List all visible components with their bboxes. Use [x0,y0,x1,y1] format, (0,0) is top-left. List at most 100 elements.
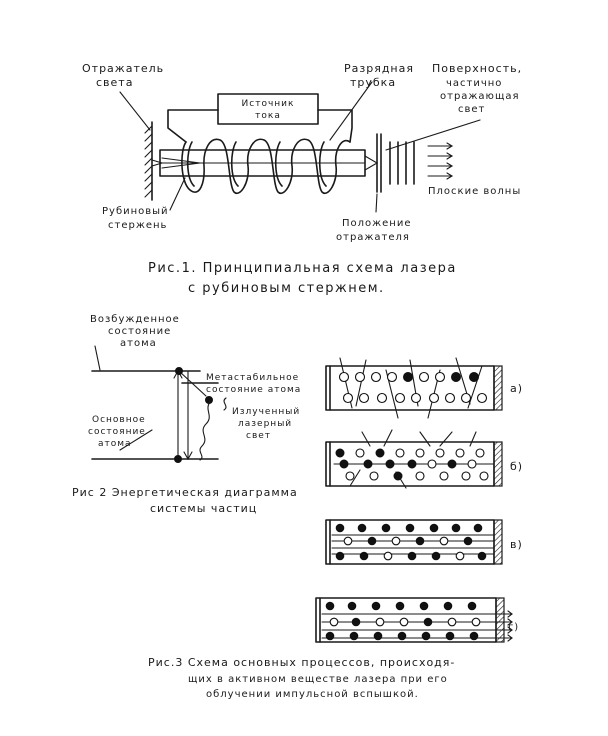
ground-atom [338,371,350,383]
figure-2-caption-1: Рис 2 Энергетическая диаграмма [72,486,298,499]
excited-atom [445,631,455,641]
excited-atom [351,617,361,627]
ground-atom [329,617,339,627]
excited-label-1: Возбужденное [90,314,180,325]
left-mirror-hatch [144,125,153,198]
discharge-tube-label-2: трубка [350,76,396,89]
reflector-position-label-2: отражателя [336,232,410,243]
excited-atom [325,631,335,641]
ground-atom [479,471,489,481]
excited-atom [371,601,381,611]
metastable-label-2: состояние атома [206,385,301,395]
ground-atom [395,448,405,458]
ground-atom [343,536,353,546]
ground-atom [370,371,382,383]
excited-atom [451,372,461,382]
ground-atom [386,371,398,383]
ground-atom [358,392,370,404]
ground-atom [399,617,409,627]
excited-atom [393,471,403,481]
discharge-tube-coil [181,138,351,195]
ground-atom [415,471,425,481]
excited-atom [397,631,407,641]
ground-atom [476,392,488,404]
excited-atom [407,459,417,469]
reflector-position-label-1: Положение [342,218,412,229]
excited-label-3: атома [120,338,157,349]
excited-atom [357,523,367,533]
ground-atom [427,459,437,469]
ground-atom [418,371,430,383]
emitted-label-2: лазерный [238,419,292,429]
ground-atom [435,448,445,458]
ground-atom [444,392,456,404]
ground-atom [434,371,446,383]
figure-3-caption-1: Рис.3 Схема основных процессов, происход… [148,656,455,669]
panel-c-label: в) [510,538,523,551]
excited-atom [403,372,413,382]
excited-atom [367,536,377,546]
ground-atom [376,392,388,404]
excited-atom [335,523,345,533]
figure-1-caption-2: с рубиновым стержнем. [188,281,385,296]
excited-atom [431,551,441,561]
ground-atom [410,392,422,404]
excited-atom [463,536,473,546]
surface-label-1: Поверхность, [432,62,522,75]
emitted-light-wave [199,401,211,461]
ground-atom [455,551,465,561]
ground-atom [439,471,449,481]
ground-atom [447,617,457,627]
reflector-label-1: Отражатель [82,62,164,75]
excited-atom [473,523,483,533]
excited-atom [373,631,383,641]
figure-2: Возбужденное состояние атома Метастабиль… [72,314,301,515]
excited-atom [335,448,345,458]
ground-atom [394,392,406,404]
ground-atom [428,392,440,404]
ground-label-3: атома [98,439,132,449]
panel-a-label: а) [510,382,523,395]
plane-waves-label: Плоские волны [428,186,521,197]
excited-atom [407,551,417,561]
power-source-label-2: тока [255,111,281,121]
ground-atom [342,392,354,404]
excited-atom [325,601,335,611]
ground-atom [369,471,379,481]
excited-atom [405,523,415,533]
ground-atom [475,448,485,458]
excited-atom [375,448,385,458]
excited-atom [469,372,479,382]
excited-atom [419,601,429,611]
surface-label-4: свет [458,104,485,115]
figure-3: а) б) в) [148,357,523,700]
panel-d [315,597,513,643]
ground-atom [467,459,477,469]
excited-atom [451,523,461,533]
excited-atom [339,459,349,469]
excited-atom [415,536,425,546]
discharge-tube-label-1: Разрядная [344,62,414,75]
reflector-label-2: света [96,76,133,89]
excited-atom [349,631,359,641]
ruby-rod-label-1: Рубиновый [102,206,169,217]
surface-label-3: отражающая [440,91,520,102]
excited-atom [477,551,487,561]
excited-atom [467,601,477,611]
ground-atom [345,471,355,481]
ruby-rod-label-2: стержень [108,220,167,231]
ground-atom [383,551,393,561]
ground-atom [455,448,465,458]
panel-a [325,357,503,419]
excited-atom [359,551,369,561]
excited-atom [429,523,439,533]
excited-atom [347,601,357,611]
power-source-box [217,93,319,125]
ground-atom [355,448,365,458]
excited-atom [469,631,479,641]
ground-atom [375,617,385,627]
panel-b-label: б) [510,460,523,473]
excited-atom [381,523,391,533]
excited-atom [447,459,457,469]
